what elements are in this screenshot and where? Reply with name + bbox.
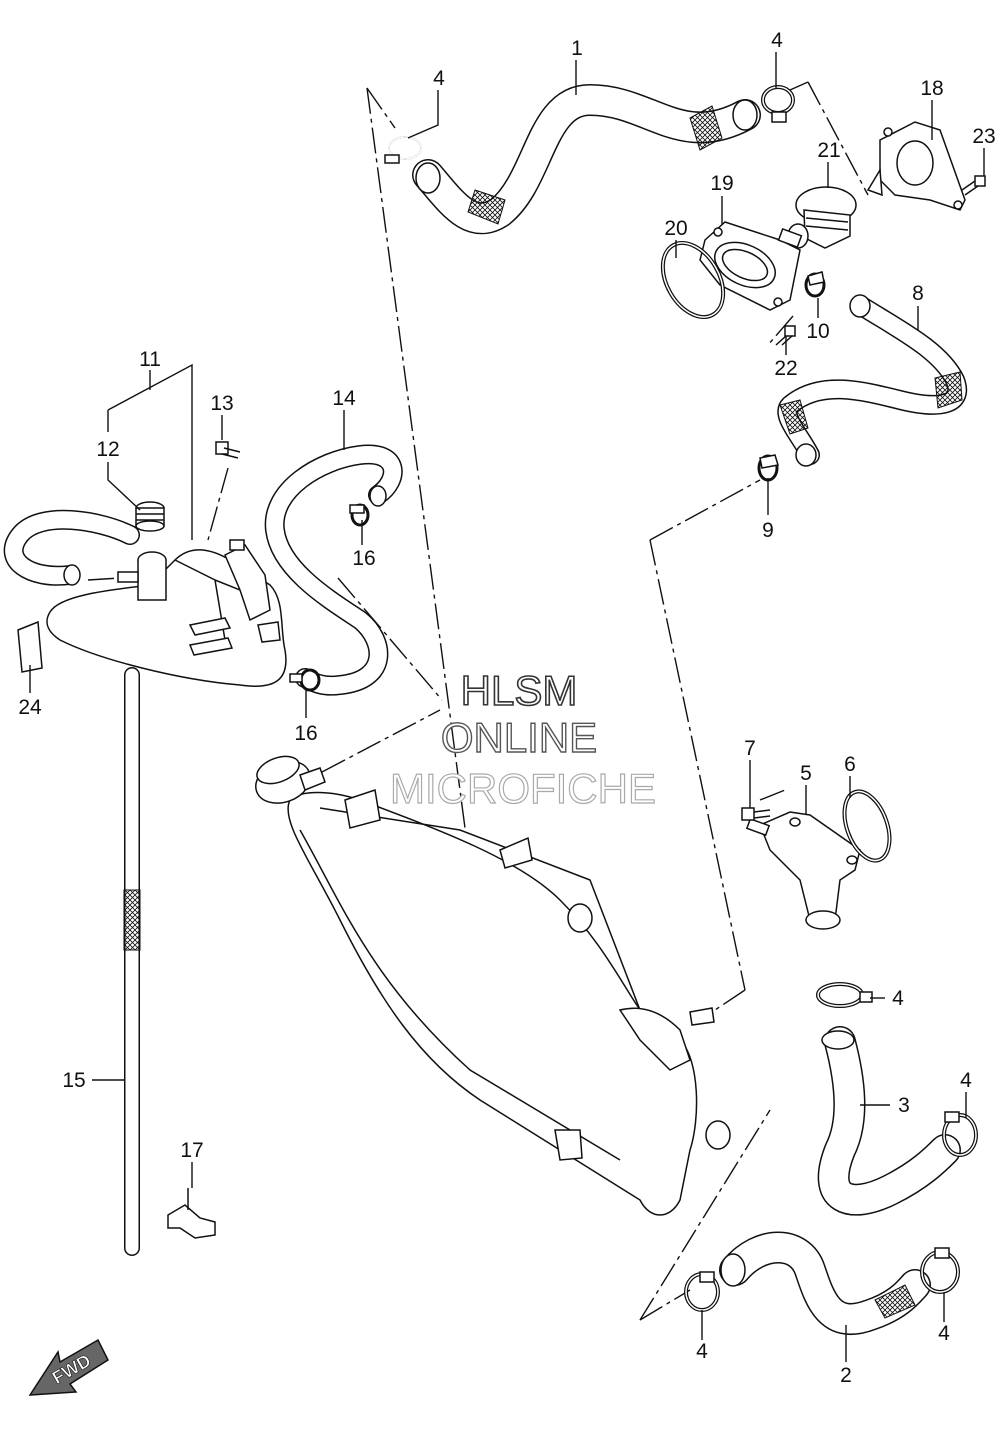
clamp-17: [167, 1188, 216, 1239]
bolt-22: [775, 325, 796, 346]
label-part-8: 8: [912, 282, 924, 305]
clamp-4-top-left: [384, 136, 422, 164]
label-part-20: 20: [664, 217, 687, 240]
label-part-4-b: 4: [771, 29, 783, 52]
watermark-line-3: MICROFICHE: [390, 765, 656, 812]
o-ring-20: [660, 241, 726, 319]
clamp-4-bottom-left: [684, 1271, 720, 1312]
label-part-5: 5: [800, 762, 812, 785]
label-part-19: 19: [710, 172, 733, 195]
hose-8: [777, 294, 967, 467]
label-part-4-a: 4: [433, 67, 445, 90]
label-part-4-e: 4: [696, 1340, 708, 1363]
clamp-4-right: [942, 1111, 978, 1157]
label-part-15: 15: [62, 1069, 85, 1092]
hose-3: [817, 1026, 961, 1216]
cap-12: [135, 501, 165, 532]
label-part-6: 6: [844, 753, 856, 776]
label-part-13: 13: [210, 392, 233, 415]
label-part-12: 12: [96, 438, 119, 461]
clip-16-upper: [349, 503, 370, 527]
guide-lines: [87, 81, 869, 1321]
hose-14: [264, 444, 403, 696]
o-ring-6: [842, 789, 892, 863]
clip-16-lower: [289, 668, 321, 692]
bolt-23: [961, 175, 986, 196]
water-outlet-5: [745, 811, 861, 930]
label-part-2: 2: [840, 1364, 852, 1387]
label-part-10: 10: [806, 320, 829, 343]
label-part-18: 18: [920, 77, 943, 100]
label-part-1: 1: [571, 37, 583, 60]
label-part-16-b: 16: [294, 722, 317, 745]
label-part-4-c: 4: [892, 987, 904, 1010]
clip-10: [804, 271, 826, 298]
label-part-24: 24: [18, 696, 42, 719]
fwd-arrow: FWD: [28, 1338, 109, 1396]
bolt-13: [215, 441, 241, 459]
clamp-4-middle: [816, 982, 873, 1008]
label-part-16-a: 16: [352, 547, 375, 570]
radiator-cap: [255, 755, 326, 804]
label-part-4-f: 4: [938, 1322, 950, 1345]
thermostat-21: [787, 186, 857, 249]
bolt-7: [741, 807, 771, 821]
thermostat-cover-18: [866, 121, 966, 211]
label-plate-24: [17, 620, 43, 673]
hose-1: [412, 84, 761, 235]
label-part-22: 22: [774, 357, 797, 380]
label-part-4-d: 4: [960, 1069, 972, 1092]
watermark-line-1: HLSM: [461, 667, 578, 714]
radiator: [287, 789, 731, 1216]
reservoir-tank-11: [46, 539, 287, 687]
clamp-4-bottom-right: [920, 1247, 960, 1294]
overflow-hose: [3, 509, 140, 586]
label-part-7: 7: [744, 737, 756, 760]
label-part-23: 23: [972, 125, 995, 148]
label-part-11: 11: [139, 348, 161, 371]
thermostat-case-19: [699, 221, 803, 311]
drain-rod-15: [123, 667, 141, 1256]
label-part-9: 9: [762, 519, 774, 542]
label-part-3: 3: [898, 1094, 910, 1117]
watermark: HLSM ONLINE MICROFICHE: [389, 666, 656, 812]
label-part-21: 21: [817, 139, 840, 162]
part-labels: 1 4 4 18 23 21 19 20 10 22 8 9 11 12 13 …: [18, 29, 995, 1387]
label-part-17: 17: [180, 1139, 203, 1162]
clip-9: [757, 454, 779, 482]
hose-2: [719, 1231, 931, 1335]
leader-lines: [29, 52, 985, 1362]
label-part-14: 14: [332, 387, 356, 410]
watermark-line-2: ONLINE: [441, 714, 597, 761]
clamp-4-top-right: [761, 85, 795, 123]
